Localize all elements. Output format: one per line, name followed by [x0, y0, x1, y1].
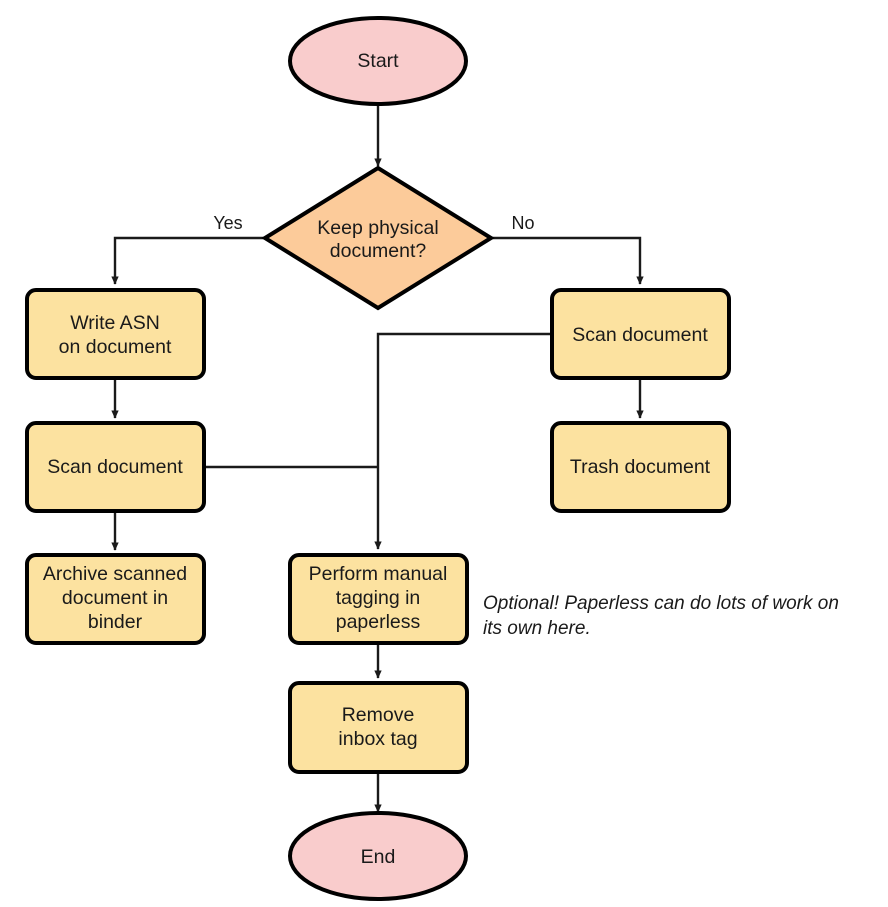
node-scan-document-right[interactable]: Scan document: [550, 288, 731, 380]
node-scan-document-right-label: Scan document: [572, 324, 708, 346]
node-trash-document-label: Trash document: [570, 456, 711, 478]
optional-note-line2: its own here.: [483, 618, 591, 639]
node-perform-manual-tagging[interactable]: Perform manual tagging in paperless: [288, 553, 469, 645]
node-decision-label-line2: document?: [330, 240, 427, 262]
edge-label-no: No: [511, 213, 534, 233]
node-write-asn-label-line1: Write ASN: [70, 312, 160, 334]
node-remove-tag-label-line2: inbox tag: [338, 728, 417, 750]
node-start[interactable]: Start: [288, 16, 468, 106]
edge-scan-right-to-tagging: [374, 332, 552, 550]
optional-note-line1: Optional! Paperless can do lots of work …: [483, 593, 839, 614]
node-decision-label-line1: Keep physical: [317, 217, 438, 239]
edge-decision-no-to-scan-right: [491, 236, 644, 285]
edge-decision-yes-to-write-asn: [111, 236, 265, 285]
node-tagging-label-line1: Perform manual: [309, 563, 448, 585]
edge-label-yes: Yes: [213, 213, 242, 233]
node-remove-tag-label-line1: Remove: [342, 704, 415, 726]
node-write-asn-label-line2: on document: [59, 336, 172, 358]
node-decision-keep-physical-document[interactable]: Keep physical document?: [261, 165, 495, 311]
node-scan-document-left-label: Scan document: [47, 456, 183, 478]
node-scan-document-left[interactable]: Scan document: [25, 421, 206, 513]
node-tagging-label-line2: tagging in: [336, 587, 421, 609]
node-write-asn[interactable]: Write ASN on document: [25, 288, 206, 380]
node-start-label: Start: [357, 50, 399, 72]
node-archive-label-line3: binder: [88, 611, 143, 633]
node-archive-scanned-document[interactable]: Archive scanned document in binder: [25, 553, 206, 645]
node-archive-label-line2: document in: [62, 587, 168, 609]
node-trash-document[interactable]: Trash document: [550, 421, 731, 513]
node-tagging-label-line3: paperless: [336, 611, 421, 633]
node-end[interactable]: End: [288, 811, 468, 901]
node-archive-label-line1: Archive scanned: [43, 563, 187, 585]
node-end-label: End: [361, 846, 396, 868]
optional-note: Optional! Paperless can do lots of work …: [483, 593, 839, 639]
node-remove-inbox-tag[interactable]: Remove inbox tag: [288, 681, 469, 774]
